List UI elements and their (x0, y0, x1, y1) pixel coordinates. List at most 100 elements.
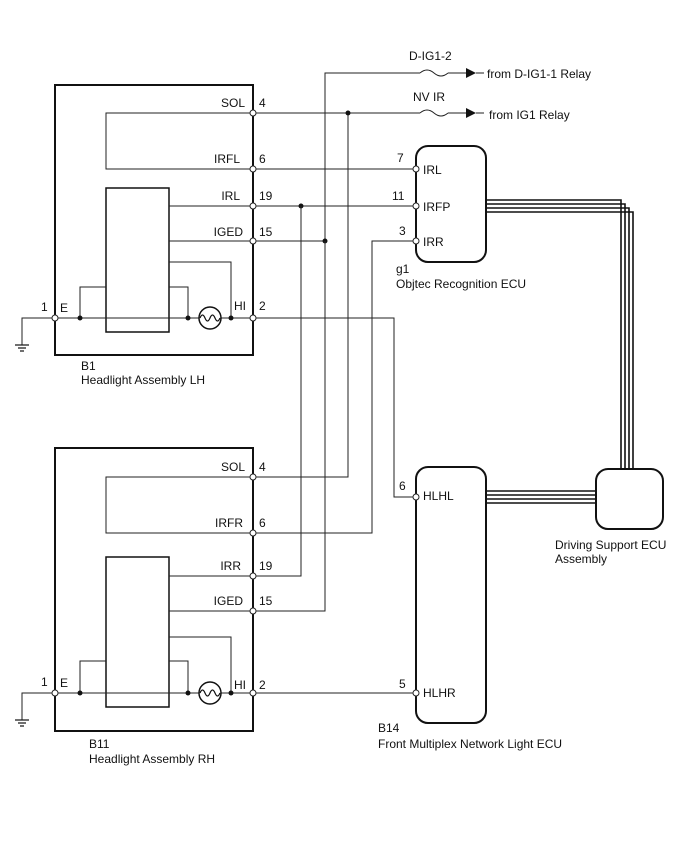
rh-junction-e (77, 690, 83, 696)
fuse1-name: D-IG1-2 (409, 49, 452, 63)
lh-pin-hi-num: 2 (259, 299, 266, 313)
lh-module-return (169, 286, 189, 318)
terminal-lh-sol (249, 109, 257, 117)
lh-name: Headlight Assembly LH (81, 373, 205, 387)
rh-pin-irr-num: 19 (259, 559, 273, 573)
rh-pin-irfr-label: IRFR (215, 516, 243, 530)
lh-ground-icon (15, 317, 55, 352)
terminal-rh-iged (249, 607, 257, 615)
terminal-lh-e (51, 314, 59, 322)
rh-pin-iged-num: 15 (259, 594, 273, 608)
mplex-pin-hlhl-num: 6 (399, 479, 406, 493)
headlight-rh-module (105, 556, 170, 708)
lh-bulb-icon (198, 306, 222, 330)
lh-pin-e-label: E (60, 301, 68, 315)
headlight-assembly-lh: SOL 4 IRFL 6 IRL 19 IGED 15 HI 2 E 1 B1 … (15, 84, 273, 387)
obj-ecu-name: Objtec Recognition ECU (396, 277, 526, 291)
dsecu-name-line2: Assembly (555, 552, 607, 566)
rh-name: Headlight Assembly RH (89, 752, 215, 766)
terminal-rh-irr (249, 572, 257, 580)
fuse-d-ig1-2-icon (419, 69, 449, 77)
lh-module-to-hi (169, 261, 232, 318)
wire-sol-rh (253, 113, 349, 478)
headlight-lh-module (105, 187, 170, 333)
rh-pin-irr-label: IRR (220, 559, 241, 573)
can-bus-mplex-to-dsecu (486, 490, 596, 504)
headlight-rh-outline (54, 447, 254, 732)
terminal-obj-irfp (412, 202, 420, 210)
terminal-lh-irfl (249, 165, 257, 173)
rh-e-to-module (55, 660, 106, 694)
arrow-from-d-ig1-1-icon (466, 68, 476, 78)
wire-irr-rh-irfp (253, 206, 302, 577)
lh-code: B1 (81, 359, 96, 373)
lh-pin-irl-label: IRL (221, 189, 240, 203)
terminal-rh-sol (249, 473, 257, 481)
rh-pin-hi-num: 2 (259, 678, 266, 692)
headlight-assembly-rh: SOL 4 IRFR 6 IRR 19 IGED 15 HI 2 E 1 B11… (15, 447, 273, 766)
lh-pin-e-num: 1 (41, 300, 48, 314)
external-wiring (253, 110, 416, 694)
lh-junction-bulb-right (228, 315, 234, 321)
mplex-pin-hlhl-label: HLHL (423, 489, 454, 503)
driving-support-ecu-assembly: Driving Support ECU Assembly (555, 468, 666, 566)
lh-pin-irfl-label: IRFL (214, 152, 240, 166)
d-ig1-feed-wire (324, 72, 420, 241)
rh-pin-irfr-num: 6 (259, 516, 266, 530)
fuse-nv-ir-icon (419, 109, 449, 117)
lh-e-to-module (55, 286, 106, 319)
rh-pin-iged-label: IGED (214, 594, 244, 608)
obj-pin-irfp-num: 11 (392, 189, 405, 203)
terminal-mplex-hlhl (412, 493, 420, 501)
rh-module-to-hi (169, 636, 232, 693)
dsecu-name-line1: Driving Support ECU (555, 538, 666, 552)
rh-pin-e-label: E (60, 676, 68, 690)
rh-sol-irfr-loop (105, 476, 253, 534)
rh-junction-bulb-right (228, 690, 234, 696)
wire-hi-lh-hlhl (253, 317, 416, 498)
rh-pin-e-num: 1 (41, 675, 48, 689)
rh-code: B11 (89, 737, 110, 751)
can-bus-objecu-to-dsecu (486, 199, 634, 469)
rh-ground-icon (15, 692, 55, 727)
terminal-rh-e (51, 689, 59, 697)
obj-pin-irl-num: 7 (397, 151, 404, 165)
mplex-pin-hlhr-label: HLHR (423, 686, 456, 700)
rh-pin-hi-label: HI (234, 678, 246, 692)
fuse2-from: from IG1 Relay (489, 108, 570, 122)
headlight-lh-outline (54, 84, 254, 356)
rh-bulb-icon (198, 681, 222, 705)
terminal-rh-irfr (249, 529, 257, 537)
wire-iged-rh (253, 241, 326, 612)
obj-pin-irr-label: IRR (423, 235, 444, 249)
lh-pin-iged-num: 15 (259, 225, 273, 239)
lh-pin-iged-label: IGED (214, 225, 244, 239)
mplex-ecu-name: Front Multiplex Network Light ECU (378, 737, 562, 751)
obj-pin-irl-label: IRL (423, 163, 442, 177)
lh-pin-irl-num: 19 (259, 189, 273, 203)
terminal-lh-irl (249, 202, 257, 210)
arrow-from-ig1-icon (466, 108, 476, 118)
rh-pin-sol-num: 4 (259, 460, 266, 474)
mplex-pin-hlhr-num: 5 (399, 677, 406, 691)
obj-pin-irfp-label: IRFP (423, 200, 450, 214)
terminal-lh-hi (249, 314, 257, 322)
mplex-ecu-code: B14 (378, 721, 400, 735)
driving-support-ecu-outline (595, 468, 664, 530)
terminals (51, 109, 420, 697)
lh-junction-e (77, 315, 83, 321)
junction-sol (345, 110, 351, 116)
fuse2-name: NV IR (413, 90, 445, 104)
terminal-rh-hi (249, 689, 257, 697)
lh-pin-sol-label: SOL (221, 96, 245, 110)
lh-pin-irfl-num: 6 (259, 152, 266, 166)
object-recognition-ecu: IRL 7 IRFP 11 IRR 3 g1 Objtec Recognitio… (392, 145, 526, 291)
front-multiplex-network-light-ecu: HLHL 6 HLHR 5 B14 Front Multiplex Networ… (378, 466, 562, 751)
lh-junction-bulb-left (185, 315, 191, 321)
terminal-lh-iged (249, 237, 257, 245)
lh-pin-hi-label: HI (234, 299, 246, 313)
fuse-d-ig1-2: D-IG1-2 from D-IG1-1 Relay (324, 49, 591, 241)
wire-irfr-irr (253, 240, 416, 534)
fuse-nv-ir: NV IR from IG1 Relay (253, 90, 570, 122)
